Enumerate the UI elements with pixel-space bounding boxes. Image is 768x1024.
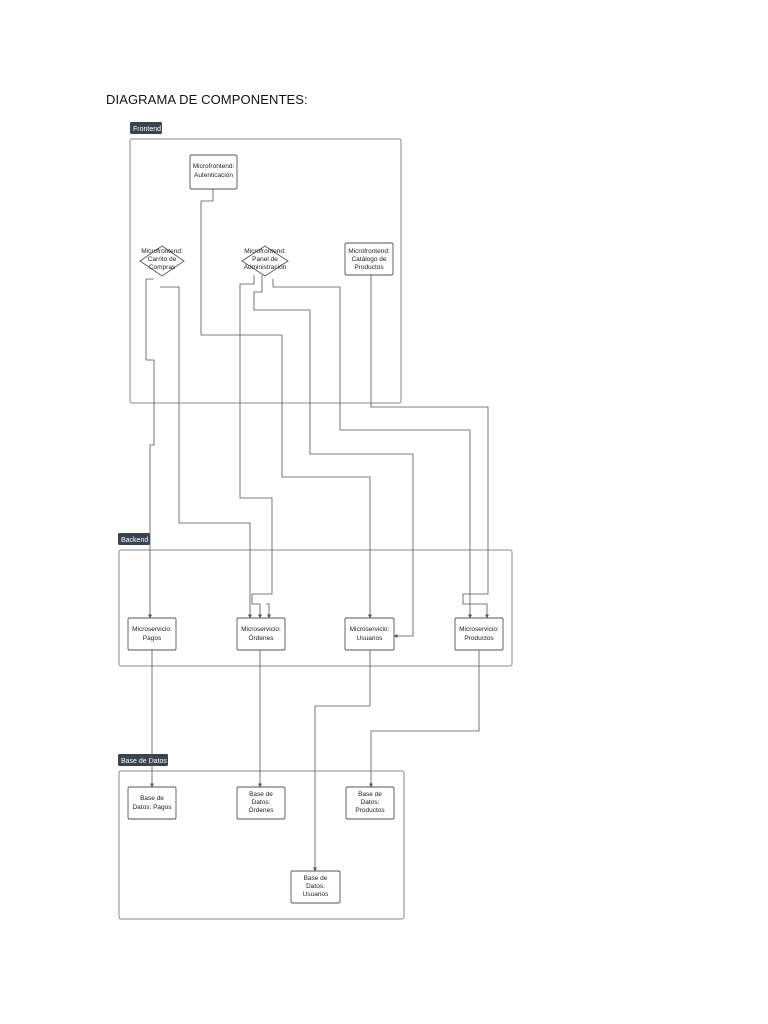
node-db-pagos: Base de Datos: Pagos — [127, 786, 177, 820]
edge-productos-db — [369, 650, 480, 788]
edge-panel-ordenes — [239, 275, 273, 619]
node-db-productos-line3: Productos — [355, 807, 385, 814]
node-ms-usuarios-line2: Usuarios — [357, 635, 383, 642]
node-db-usuarios-line2: Datos: — [306, 883, 325, 890]
node-mf-autenticacion-line1: Microfrontend: — [193, 163, 235, 170]
node-db-productos: Base de Datos: Productos — [345, 786, 395, 820]
backend-group-label: Backend — [121, 537, 148, 544]
edge-autenticacion-usuarios — [200, 189, 372, 619]
node-ms-ordenes-line2: Órdenes — [249, 633, 275, 642]
edge-panel-ordenes-branch — [266, 603, 271, 619]
node-mf-panel: Microfrontend: Panel de Administración — [241, 245, 289, 277]
backend-group-tag — [118, 533, 150, 545]
node-ms-productos-line2: Productos — [464, 635, 494, 642]
node-ms-pagos-line1: Microservicio: — [132, 626, 172, 633]
database-group-label: Base de Datos — [121, 758, 167, 765]
node-mf-panel-line1: Microfrontend: — [244, 248, 286, 255]
node-db-pagos-line1: Base de — [140, 795, 164, 802]
node-ms-usuarios-line1: Microservicio: — [350, 626, 390, 633]
node-mf-catalogo-line2: Catálogo de — [351, 256, 386, 263]
backend-group: Backend — [118, 533, 513, 667]
node-mf-catalogo: Microfrontend: Catálogo de Productos — [344, 242, 394, 276]
node-db-ordenes-line1: Base de — [249, 791, 273, 798]
connectors — [145, 189, 489, 872]
node-mf-autenticacion: Microfrontend: Autenticación — [189, 154, 238, 190]
edge-usuarios-db — [313, 650, 371, 872]
node-ms-productos-line1: Microservicio: — [459, 626, 499, 633]
node-mf-carrito-line1: Microfrontend: — [141, 248, 183, 255]
edge-panel-productos — [272, 279, 472, 619]
node-db-productos-line2: Datos: — [361, 799, 380, 806]
node-ms-pagos: Microservicio: Pagos — [127, 617, 177, 651]
edge-carrito-ordenes — [160, 286, 252, 619]
node-mf-catalogo-line3: Productos — [354, 264, 384, 271]
node-ms-ordenes-line1: Microservicio: — [241, 626, 281, 633]
node-mf-carrito-line2: Carrito de — [148, 256, 177, 263]
node-mf-carrito-line3: Compras — [149, 264, 176, 271]
edge-panel-usuarios — [253, 275, 414, 638]
node-db-usuarios-line1: Base de — [304, 875, 328, 882]
node-db-ordenes: Base de Datos: Órdenes — [236, 786, 286, 820]
node-ms-usuarios: Microservicio: Usuarios — [344, 617, 395, 651]
node-mf-catalogo-line1: Microfrontend: — [348, 248, 390, 255]
database-group-tag — [118, 754, 168, 766]
database-group: Base de Datos — [118, 754, 405, 920]
node-db-pagos-line2: Datos: Pagos — [132, 804, 172, 811]
frontend-group-tag — [130, 122, 162, 134]
node-mf-panel-line2: Panel de — [252, 256, 278, 263]
node-ms-pagos-line2: Pagos — [143, 635, 162, 642]
node-db-productos-line1: Base de — [358, 791, 382, 798]
node-mf-autenticacion-line2: Autenticación — [194, 172, 233, 179]
frontend-group-label: Frontend — [133, 126, 161, 133]
edge-carrito-pagos — [145, 278, 155, 619]
node-mf-panel-line3: Administración — [244, 264, 287, 271]
node-mf-carrito: Microfrontend: Carrito de Compras — [139, 245, 185, 277]
node-db-ordenes-line2: Datos: — [252, 799, 271, 806]
node-db-usuarios: Base de Datos: Usuarios — [290, 870, 341, 904]
node-ms-ordenes: Microservicio: Órdenes — [236, 617, 286, 651]
page-title: DIAGRAMA DE COMPONENTES: — [106, 92, 308, 107]
node-db-usuarios-line3: Usuarios — [303, 891, 329, 898]
node-db-ordenes-line3: Órdenes — [249, 805, 275, 814]
edge-catalogo-productos — [370, 275, 489, 619]
node-ms-productos: Microservicio: Productos — [454, 617, 504, 651]
